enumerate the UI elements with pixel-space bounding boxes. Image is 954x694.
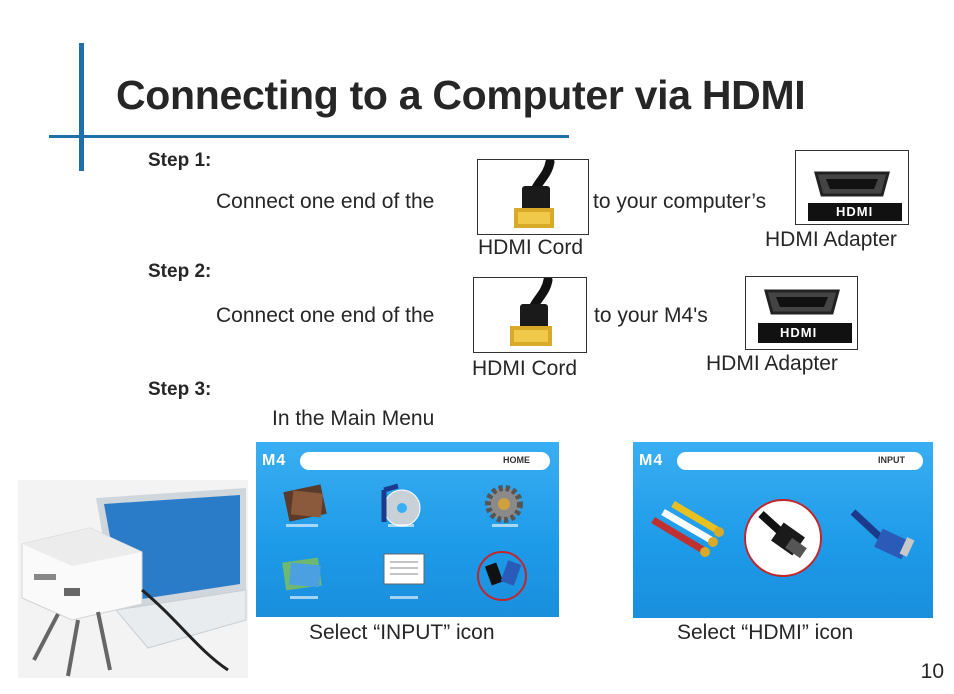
home-screen-caption: Select “INPUT” icon (309, 621, 495, 644)
step-1-text-after: to your computer’s (593, 190, 767, 213)
input-menu-screen: M4 INPUT (633, 442, 933, 618)
step-2-label: Step 2: (148, 261, 212, 282)
step-2-hdmi-adapter-image: HDMI (745, 276, 858, 350)
home-menu-icons (282, 483, 527, 601)
step-2-adapter-caption: HDMI Adapter (706, 352, 838, 375)
accent-horizontal-bar (49, 135, 569, 138)
hdmi-port-icon (808, 171, 902, 221)
page-title: Connecting to a Computer via HDMI (116, 72, 806, 118)
text-document-icon (383, 553, 425, 599)
step-3-label: Step 3: (148, 379, 212, 400)
m4-brand: M4 (262, 452, 287, 469)
step-1-hdmi-adapter-image: HDMI (795, 150, 909, 225)
step-1-cord-caption: HDMI Cord (478, 236, 584, 259)
accent-vertical-bar (79, 43, 84, 171)
hdmi-cord-icon (510, 275, 553, 346)
menu-title-bar: HOME (300, 452, 550, 470)
step-1-text-before: Connect one end of the (216, 190, 435, 213)
step-1-adapter-caption: HDMI Adapter (765, 228, 897, 251)
hdmi-logo-text: HDMI (836, 204, 874, 219)
step-1-hdmi-cord-image (477, 157, 589, 235)
m4-brand: M4 (639, 452, 664, 469)
step-2-cord-caption: HDMI Cord (472, 357, 578, 380)
step-2-text-after: to your M4's (594, 304, 708, 327)
hdmi-cord-icon (514, 157, 555, 228)
hdmi-input-icon (744, 499, 822, 577)
input-screen-caption: Select “HDMI” icon (677, 621, 854, 644)
av-cable-icon (651, 500, 724, 557)
vga-cable-icon (850, 509, 915, 560)
step-1-label: Step 1: (148, 150, 212, 171)
page-number: 10 (920, 660, 944, 683)
input-menu-icons (651, 499, 915, 577)
input-icon (477, 551, 527, 601)
video-icon (283, 484, 327, 527)
music-icon (381, 483, 421, 527)
home-menu-screen: M4 HOME (256, 442, 559, 617)
laptop-projector-photo (18, 480, 248, 678)
step-3-text: In the Main Menu (272, 407, 435, 430)
photo-icon (282, 557, 322, 599)
hdmi-port-icon (758, 289, 852, 343)
menu-title-label: HOME (503, 455, 530, 465)
hdmi-logo-text: HDMI (780, 325, 818, 340)
laptop-projector-illustration (21, 488, 247, 677)
menu-title-bar: INPUT (677, 452, 923, 470)
step-2-text-before: Connect one end of the (216, 304, 435, 327)
step-2-hdmi-cord-image (473, 275, 587, 353)
menu-title-label: INPUT (878, 455, 905, 465)
settings-gear-icon (485, 485, 523, 527)
